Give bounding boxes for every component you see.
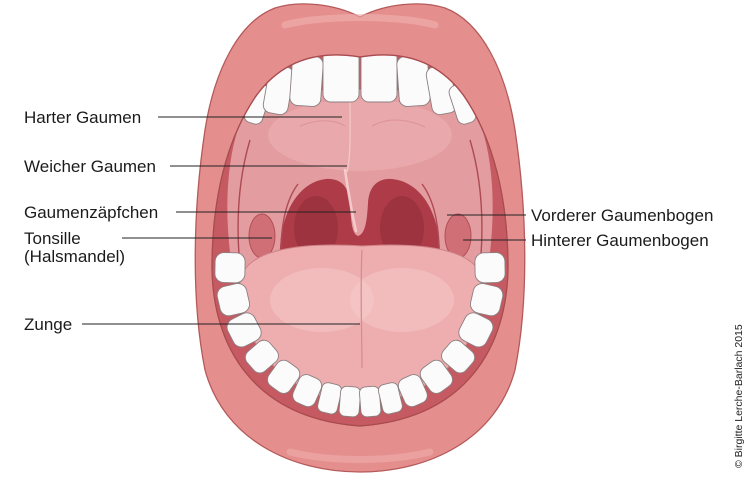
palate-ruga-left bbox=[299, 120, 346, 127]
lower-tooth bbox=[474, 252, 506, 284]
label-tonsil: Tonsille bbox=[24, 229, 81, 248]
lower-tooth bbox=[226, 312, 262, 348]
lower-tooth bbox=[216, 283, 250, 317]
lower-tooth bbox=[244, 339, 279, 374]
uvula-highlight bbox=[343, 168, 358, 233]
lower-tooth bbox=[214, 252, 246, 284]
label-uvula: Gaumenzäpfchen bbox=[24, 203, 158, 222]
label-hard-palate: Harter Gaumen bbox=[24, 108, 141, 127]
lower-tooth bbox=[359, 385, 382, 418]
tongue-highlight-right bbox=[350, 268, 454, 332]
throat-shadow-right bbox=[380, 196, 424, 260]
palate-highlight bbox=[268, 99, 452, 171]
label-posterior-arch: Hinterer Gaumenbogen bbox=[531, 231, 709, 250]
lower-tooth bbox=[441, 339, 476, 374]
lower-tooth bbox=[267, 359, 301, 394]
lower-tooth bbox=[419, 359, 453, 394]
copyright-notice: © Birgitte Lerche-Barlach 2015 bbox=[733, 324, 745, 468]
label-tongue: Zunge bbox=[24, 315, 72, 334]
lower-tooth bbox=[470, 283, 504, 317]
upper-lip-highlight bbox=[281, 14, 439, 29]
lower-tooth bbox=[397, 374, 428, 408]
palate-midline bbox=[346, 99, 351, 173]
lower-tooth bbox=[292, 374, 323, 408]
lower-tooth bbox=[338, 385, 361, 418]
label-tonsil-alt: (Halsmandel) bbox=[24, 247, 125, 266]
inner-lip-edge bbox=[211, 54, 509, 427]
upper-tooth bbox=[360, 49, 398, 103]
tongue-midline bbox=[360, 249, 363, 369]
upper-tooth bbox=[322, 49, 360, 103]
tongue-highlight-left bbox=[270, 268, 374, 332]
lower-lip-highlight bbox=[286, 448, 434, 463]
label-anterior-arch: Vorderer Gaumenbogen bbox=[531, 206, 713, 225]
label-soft-palate: Weicher Gaumen bbox=[24, 157, 156, 176]
tonsil-left bbox=[248, 213, 276, 259]
lower-tooth bbox=[377, 382, 403, 415]
lower-tooth bbox=[458, 312, 494, 348]
palate-ruga-right bbox=[371, 119, 426, 128]
lower-tooth bbox=[317, 382, 343, 415]
